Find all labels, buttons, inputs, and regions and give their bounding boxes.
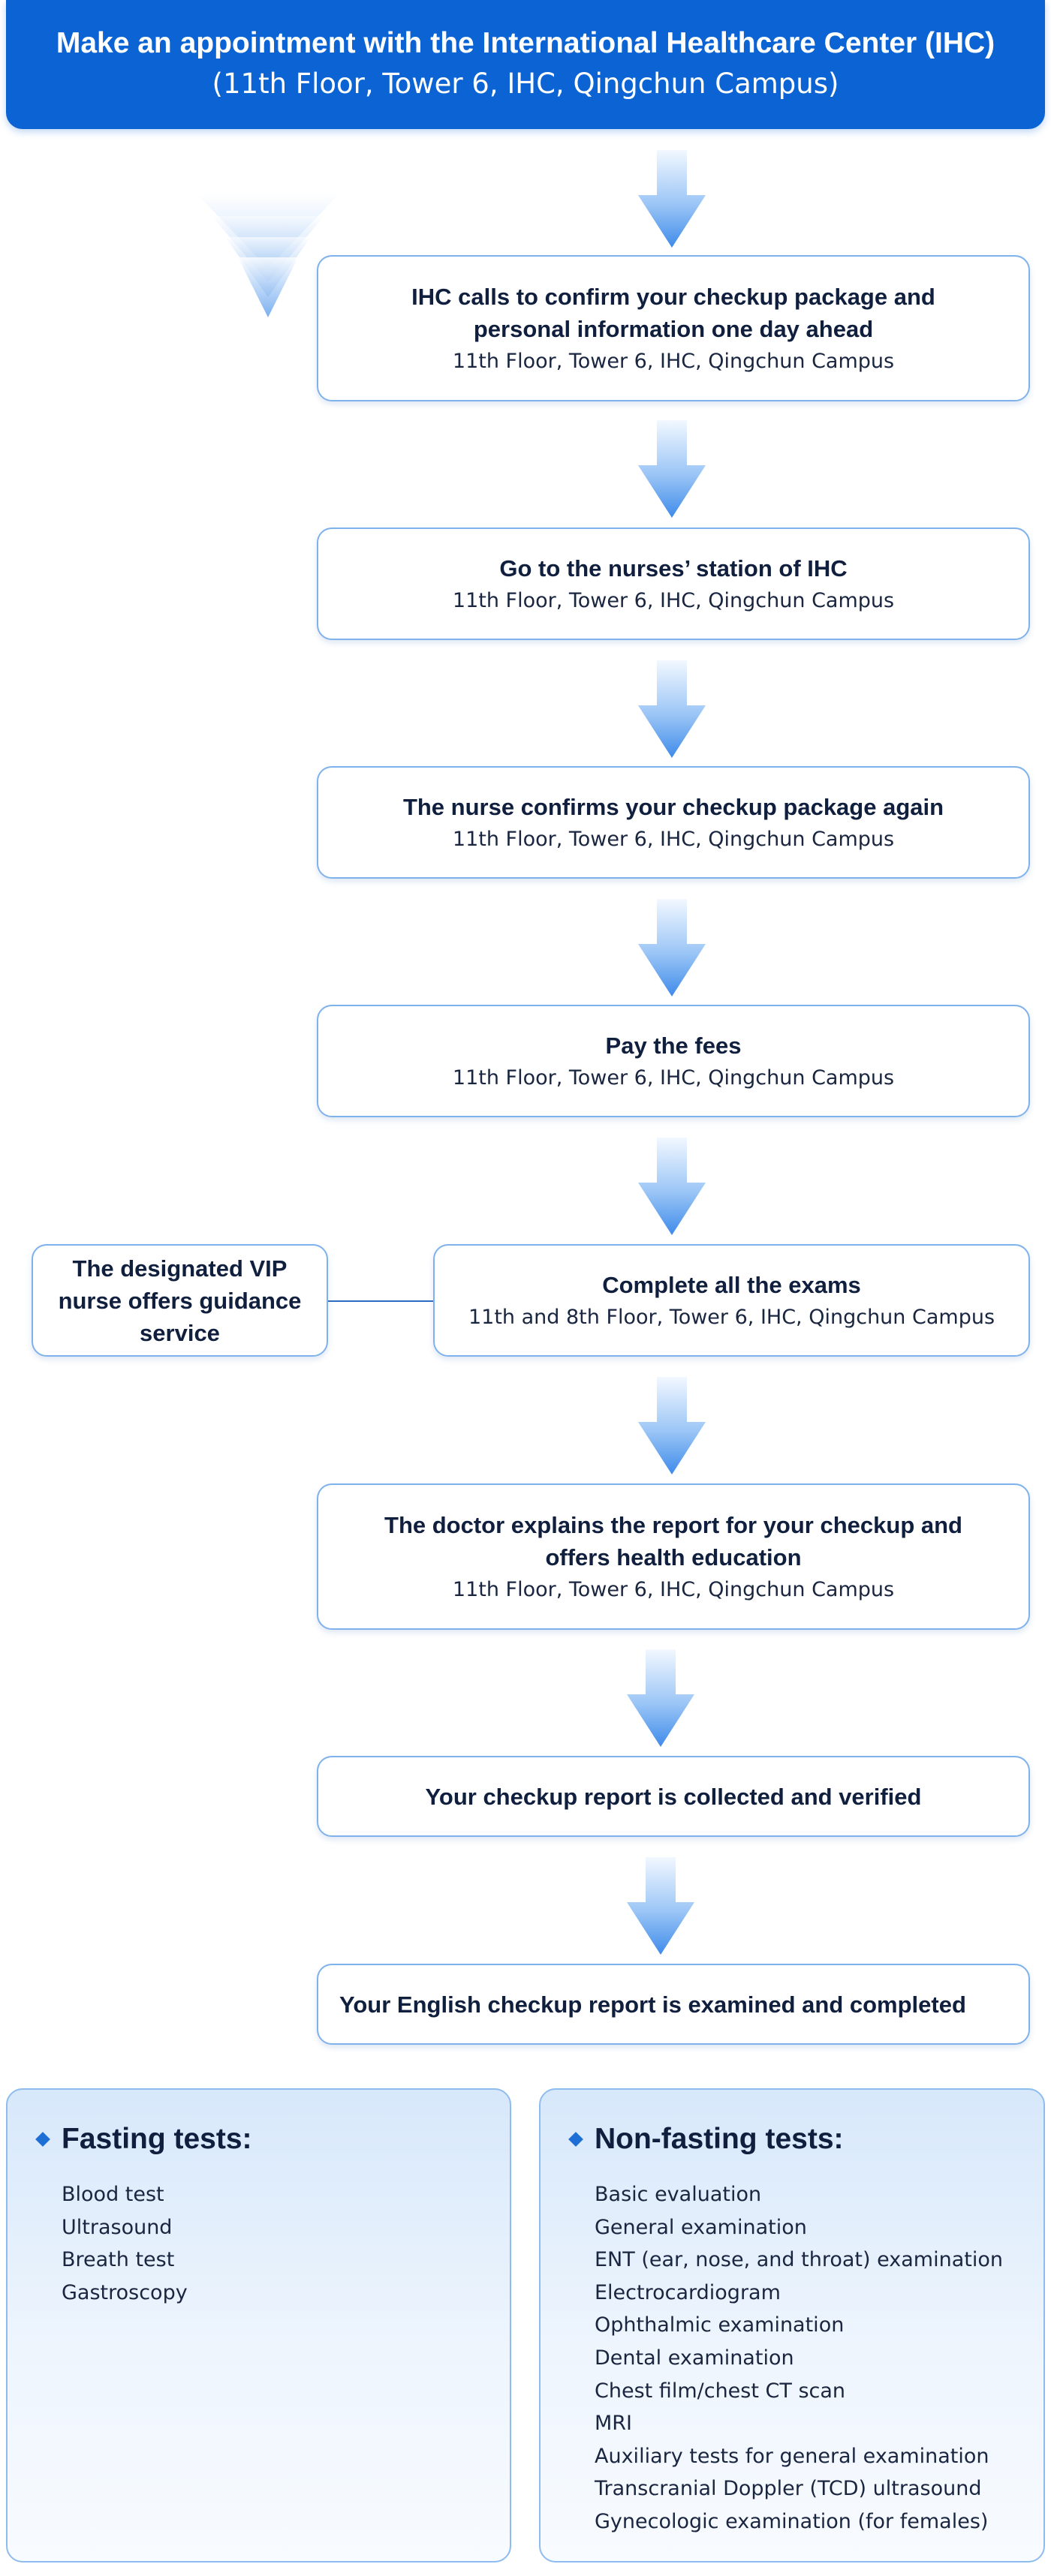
step-title: Pay the fees bbox=[605, 1032, 742, 1059]
list-item: Electrocardiogram bbox=[595, 2280, 781, 2304]
step-box-pay-fees: Pay the fees 11th Floor, Tower 6, IHC, Q… bbox=[317, 1005, 1030, 1117]
down-arrow-icon bbox=[638, 150, 706, 248]
header-title: Make an appointment with the Internation… bbox=[56, 27, 995, 59]
fasting-list: Blood test Ultrasound Breath test Gastro… bbox=[62, 2178, 188, 2309]
list-item: ENT (ear, nose, and throat) examination bbox=[595, 2248, 1003, 2272]
list-item: Blood test bbox=[62, 2183, 164, 2206]
chevron-stack-icon bbox=[197, 194, 339, 317]
step-box-report-collected: Your checkup report is collected and ver… bbox=[317, 1756, 1030, 1837]
list-item: Ultrasound bbox=[62, 2215, 173, 2239]
step-location: 11th Floor, Tower 6, IHC, Qingchun Campu… bbox=[452, 349, 895, 373]
step-title: The nurse confirms your checkup package … bbox=[402, 793, 944, 820]
non-fasting-list: Basic evaluation General examination ENT… bbox=[595, 2178, 1003, 2538]
down-arrow-icon bbox=[638, 1377, 706, 1474]
step-title: Your English checkup report is examined … bbox=[339, 1991, 966, 2018]
list-item: Breath test bbox=[62, 2248, 175, 2272]
step-location: 11th Floor, Tower 6, IHC, Qingchun Campu… bbox=[452, 827, 895, 851]
down-arrow-icon bbox=[627, 1649, 694, 1747]
down-arrow-icon bbox=[638, 420, 706, 518]
step-title: Go to the nurses’ station of IHC bbox=[499, 555, 848, 582]
header-subtitle: (11th Floor, Tower 6, IHC, Qingchun Camp… bbox=[212, 68, 839, 100]
diamond-bullet-icon bbox=[568, 2132, 583, 2147]
diamond-bullet-icon bbox=[35, 2132, 50, 2147]
step-box-confirm-call: IHC calls to confirm your checkup packag… bbox=[317, 255, 1030, 401]
step-location: 11th Floor, Tower 6, IHC, Qingchun Campu… bbox=[452, 1577, 895, 1601]
list-item: Chest film/chest CT scan bbox=[595, 2379, 846, 2403]
list-item: Gynecologic examination (for females) bbox=[595, 2509, 989, 2533]
down-arrow-icon bbox=[638, 899, 706, 996]
step-location: 11th and 8th Floor, Tower 6, IHC, Qingch… bbox=[468, 1305, 995, 1329]
step-title: IHC calls to confirm your checkup packag… bbox=[411, 283, 935, 342]
list-item: Ophthalmic examination bbox=[595, 2313, 845, 2337]
step-box-complete-exams: Complete all the exams 11th and 8th Floo… bbox=[433, 1244, 1030, 1357]
list-item: Dental examination bbox=[595, 2346, 794, 2370]
step-box-nurse-confirms: The nurse confirms your checkup package … bbox=[317, 766, 1030, 879]
panel-heading: Non-fasting tests: bbox=[568, 2123, 844, 2156]
step-box-doctor-explains: The doctor explains the report for your … bbox=[317, 1483, 1030, 1630]
list-item: Transcranial Doppler (TCD) ultrasound bbox=[595, 2477, 982, 2501]
list-item: General examination bbox=[595, 2215, 807, 2239]
fasting-tests-panel: Fasting tests: Blood test Ultrasound Bre… bbox=[6, 2088, 511, 2562]
side-note-box: The designated VIP nurse offers guidance… bbox=[32, 1244, 328, 1357]
down-arrow-icon bbox=[638, 1138, 706, 1235]
header-banner: Make an appointment with the Internation… bbox=[6, 0, 1045, 129]
panel-heading: Fasting tests: bbox=[35, 2123, 252, 2156]
step-box-nurses-station: Go to the nurses’ station of IHC 11th Fl… bbox=[317, 528, 1030, 640]
list-item: Basic evaluation bbox=[595, 2183, 762, 2206]
step-title: Complete all the exams bbox=[602, 1271, 861, 1298]
step-title: Your checkup report is collected and ver… bbox=[425, 1783, 922, 1810]
step-box-english-report: Your English checkup report is examined … bbox=[317, 1964, 1030, 2045]
list-item: Auxiliary tests for general examination bbox=[595, 2444, 989, 2468]
connector-line bbox=[328, 1300, 433, 1302]
non-fasting-tests-panel: Non-fasting tests: Basic evaluation Gene… bbox=[539, 2088, 1045, 2562]
fasting-heading: Fasting tests: bbox=[62, 2123, 252, 2155]
step-location: 11th Floor, Tower 6, IHC, Qingchun Campu… bbox=[452, 1066, 895, 1090]
list-item: Gastroscopy bbox=[62, 2280, 188, 2304]
step-title: The doctor explains the report for your … bbox=[384, 1511, 962, 1571]
down-arrow-icon bbox=[627, 1857, 694, 1955]
down-arrow-icon bbox=[638, 660, 706, 758]
side-note-text: The designated VIP nurse offers guidance… bbox=[58, 1255, 302, 1346]
non-fasting-heading: Non-fasting tests: bbox=[595, 2123, 844, 2155]
list-item: MRI bbox=[595, 2412, 633, 2436]
step-location: 11th Floor, Tower 6, IHC, Qingchun Campu… bbox=[452, 588, 895, 612]
